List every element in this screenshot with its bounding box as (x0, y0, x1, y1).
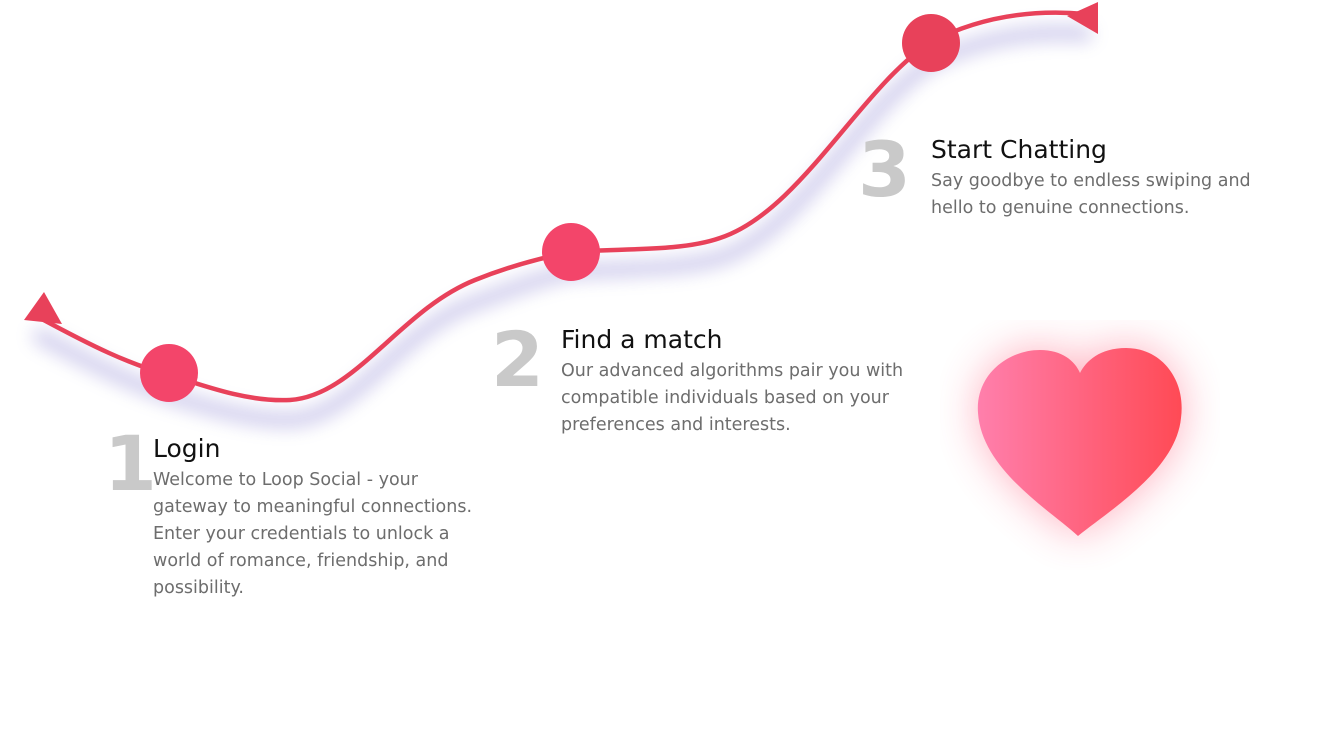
heart-shape (977, 348, 1182, 536)
step-description: Welcome to Loop Social - your gateway to… (153, 470, 473, 598)
step-number: 1 (104, 419, 157, 508)
step-title: Find a match (561, 325, 723, 354)
step-number: 2 (491, 315, 544, 404)
start-triangle-arrow-icon (24, 292, 62, 324)
step-2-node (542, 223, 600, 281)
path-shadow (33, 25, 1092, 428)
heart-icon (977, 348, 1182, 536)
step-title: Login (153, 434, 221, 463)
step-title: Start Chatting (931, 135, 1107, 164)
end-triangle-arrow-icon (1067, 2, 1098, 34)
journey-line (37, 10, 1088, 403)
step-description: Say goodbye to endless swiping and hello… (931, 171, 1251, 218)
step-description: Our advanced algorithms pair you with co… (561, 361, 904, 435)
step-1-node (140, 344, 198, 402)
step-number: 3 (858, 125, 911, 214)
step-3-node (902, 14, 960, 72)
